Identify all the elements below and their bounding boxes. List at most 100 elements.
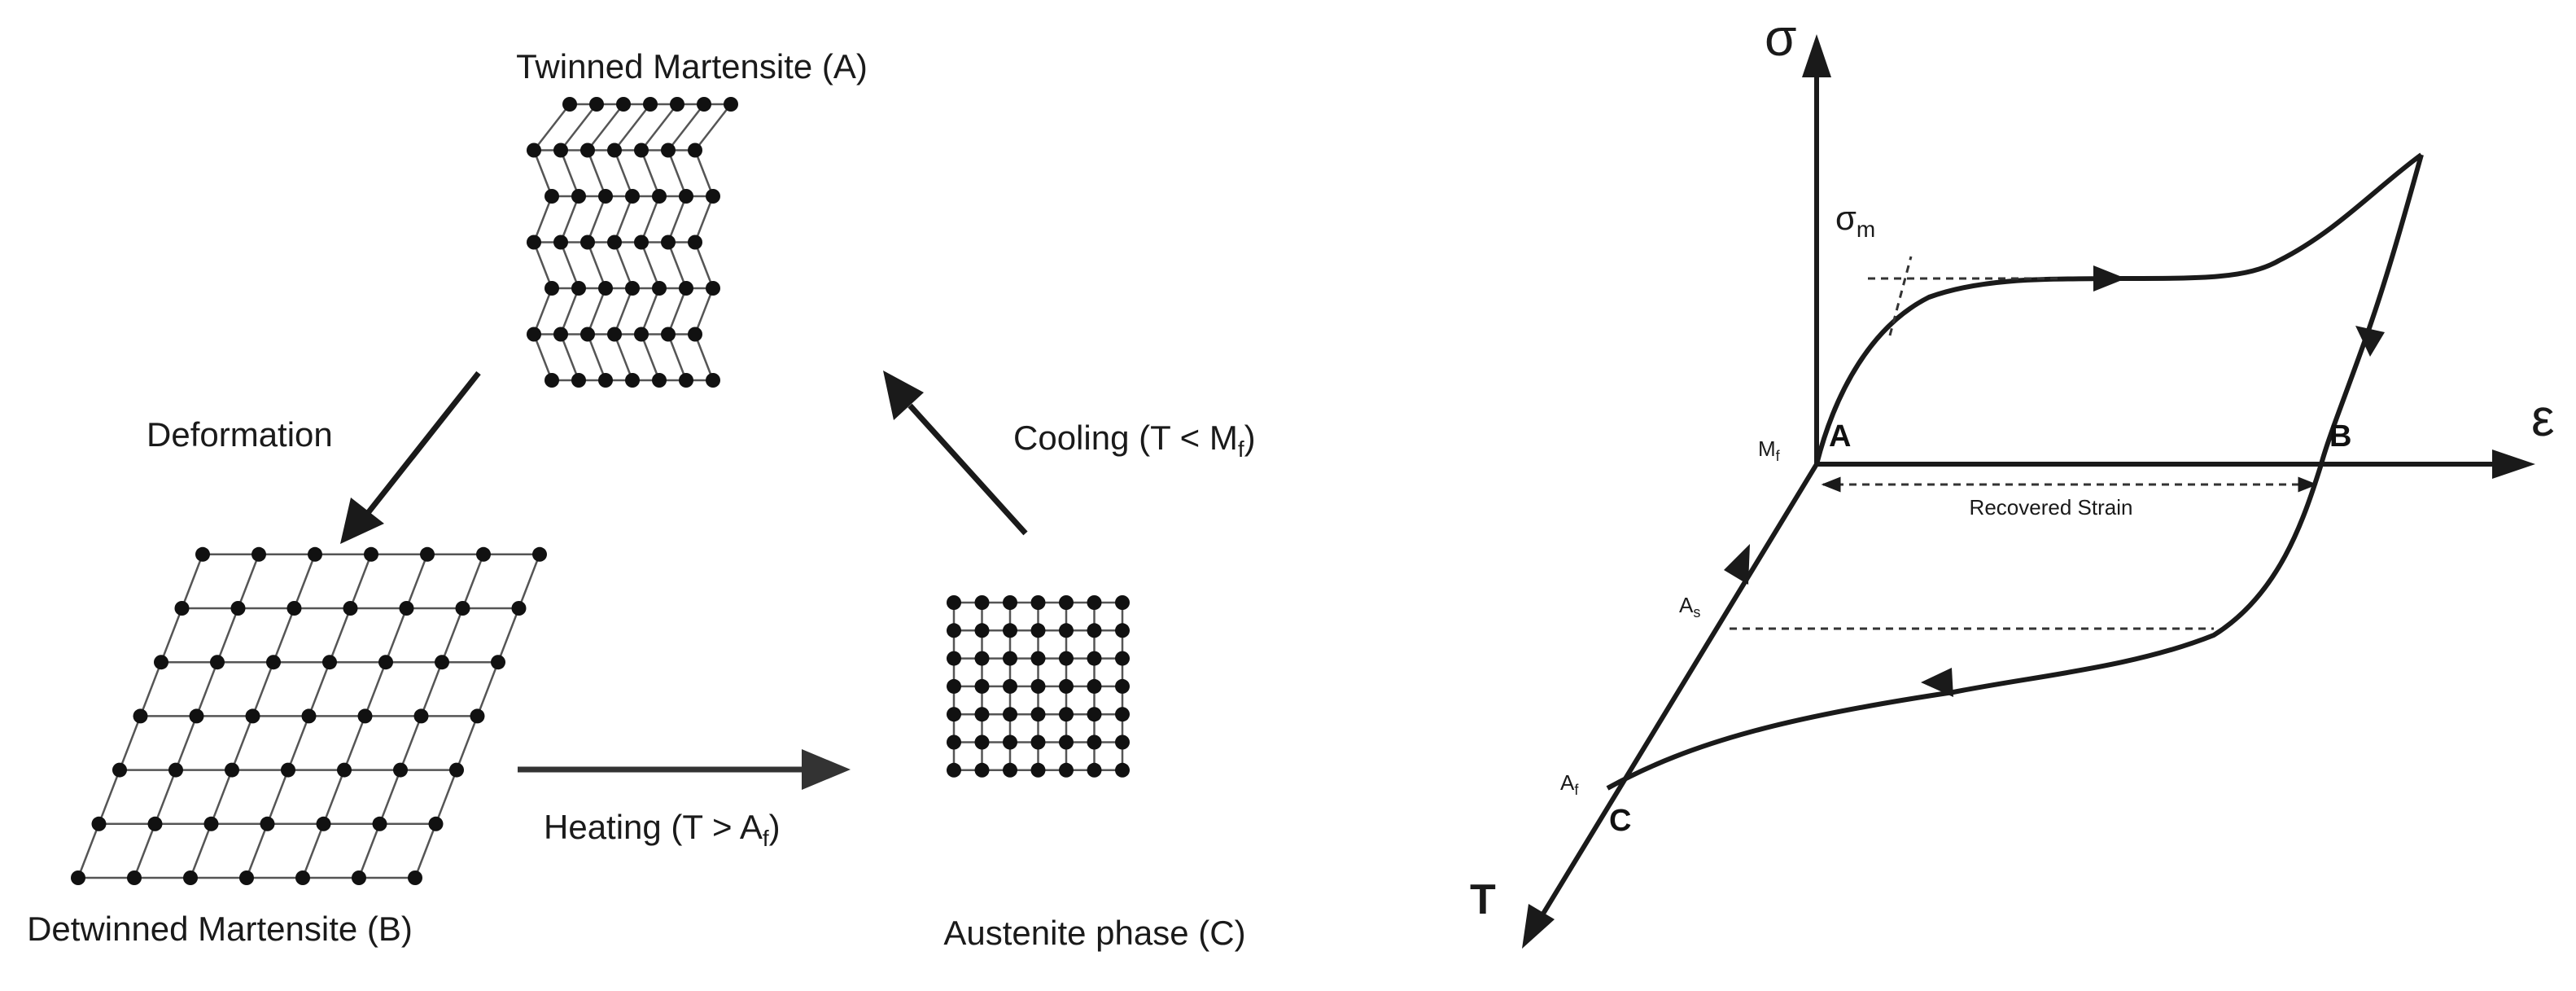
detwinned-atom — [372, 816, 387, 831]
label-deformation: Deformation — [147, 415, 333, 454]
twinned-bond — [640, 150, 661, 197]
austenite-atom — [947, 595, 961, 610]
detwinned-atom — [168, 762, 183, 778]
twinned-atom — [661, 143, 676, 158]
twinned-atom — [607, 143, 622, 158]
detwinned-bond — [174, 715, 198, 771]
austenite-atom — [1030, 734, 1046, 750]
sigma-m-label: σm — [1835, 199, 1875, 242]
twinned-bond — [693, 287, 715, 335]
twinned-bond — [613, 242, 634, 289]
twinned-atom — [562, 97, 577, 112]
twinned-bond — [559, 195, 580, 243]
austenite-atom — [974, 762, 990, 778]
detwinned-bond — [405, 554, 429, 609]
temperature-axis-label: T — [1470, 876, 1496, 923]
detwinned-bond — [301, 823, 325, 879]
loading-curve — [1814, 152, 2423, 465]
label-detwinned-martensite: Detwinned Martensite (B) — [27, 910, 413, 948]
twinned-atom — [616, 97, 631, 112]
twinned-bond — [560, 103, 597, 151]
austenite-atom — [974, 595, 990, 610]
detwinned-bond — [251, 661, 275, 717]
austenite-atom — [1003, 762, 1017, 778]
detwinned-atom — [251, 546, 266, 562]
detwinned-bond — [343, 715, 366, 771]
detwinned-bond — [420, 661, 444, 717]
twinned-atom — [598, 189, 613, 204]
detwinned-atom — [322, 655, 337, 670]
austenite-atom — [974, 623, 990, 638]
twinned-bond — [559, 287, 580, 335]
austenite-atom — [1003, 678, 1017, 694]
twinned-martensite-lattice — [527, 97, 738, 388]
twinned-bond — [614, 103, 651, 151]
detwinned-bond — [266, 770, 290, 825]
twinned-atom — [571, 373, 586, 388]
detwinned-atom — [428, 816, 444, 831]
twinned-atom — [580, 235, 595, 250]
stress-axis-arrowhead — [1802, 34, 1831, 77]
detwinned-atom — [393, 762, 408, 778]
austenite-atom — [1115, 707, 1130, 722]
detwinned-atom — [133, 708, 148, 724]
twinned-atom — [571, 281, 586, 296]
detwinned-atom — [154, 655, 168, 670]
detwinned-bond — [245, 823, 269, 879]
twinned-bond — [559, 150, 580, 197]
twinned-bond — [640, 287, 661, 335]
twinned-bond — [559, 334, 580, 381]
twinned-bond — [533, 103, 571, 151]
twinned-bond — [532, 242, 553, 289]
detwinned-atom — [195, 546, 210, 562]
detwinned-atom — [203, 816, 219, 831]
detwinned-bond — [118, 715, 142, 771]
twinned-bond — [586, 287, 607, 335]
detwinned-atom — [127, 870, 142, 885]
detwinned-atom — [511, 601, 527, 616]
detwinned-bond — [210, 770, 234, 825]
austenite-atom — [1115, 623, 1130, 638]
twinned-atom — [706, 189, 720, 204]
detwinned-atom — [399, 601, 414, 616]
detwinned-atom — [239, 870, 254, 885]
detwinned-bond — [518, 554, 541, 609]
detwinned-atom — [71, 870, 85, 885]
detwinned-bond — [98, 770, 121, 825]
detwinned-bond — [154, 770, 177, 825]
twinned-atom — [652, 189, 667, 204]
austenite-atom — [1030, 595, 1046, 610]
point-c-label: C — [1609, 804, 1631, 838]
detwinned-atom — [301, 708, 317, 724]
austenite-lattice — [947, 595, 1130, 778]
twinned-atom — [625, 189, 640, 204]
cooling-arrow-shaft — [908, 403, 1028, 536]
detwinned-atom — [230, 601, 246, 616]
austenite-atom — [1059, 623, 1074, 638]
detwinned-atom — [455, 601, 470, 616]
twinned-bond — [694, 103, 732, 151]
austenite-atom — [947, 762, 961, 778]
detwinned-bond — [357, 823, 381, 879]
austenite-atom — [974, 678, 990, 694]
twinned-atom — [527, 143, 541, 158]
twinned-bond — [586, 150, 607, 197]
recovery-direction-arrow — [1921, 668, 1953, 697]
twinned-bond — [667, 334, 688, 381]
austenite-atom — [1087, 734, 1102, 750]
detwinned-bond — [413, 823, 437, 879]
detwinned-atom — [378, 655, 393, 670]
austenite-atom — [1087, 623, 1102, 638]
detwinned-atom — [470, 708, 485, 724]
austenite-atom — [947, 651, 961, 666]
twinned-atom — [589, 97, 604, 112]
label-twinned-martensite: Twinned Martensite (A) — [516, 47, 868, 86]
detwinned-atom — [408, 870, 422, 885]
af-label: Af — [1560, 770, 1579, 798]
twinned-atom — [706, 281, 720, 296]
twinned-atom — [553, 143, 568, 158]
detwinned-bond — [189, 823, 212, 879]
twinned-atom — [670, 97, 684, 112]
detwinned-atom — [491, 655, 505, 670]
